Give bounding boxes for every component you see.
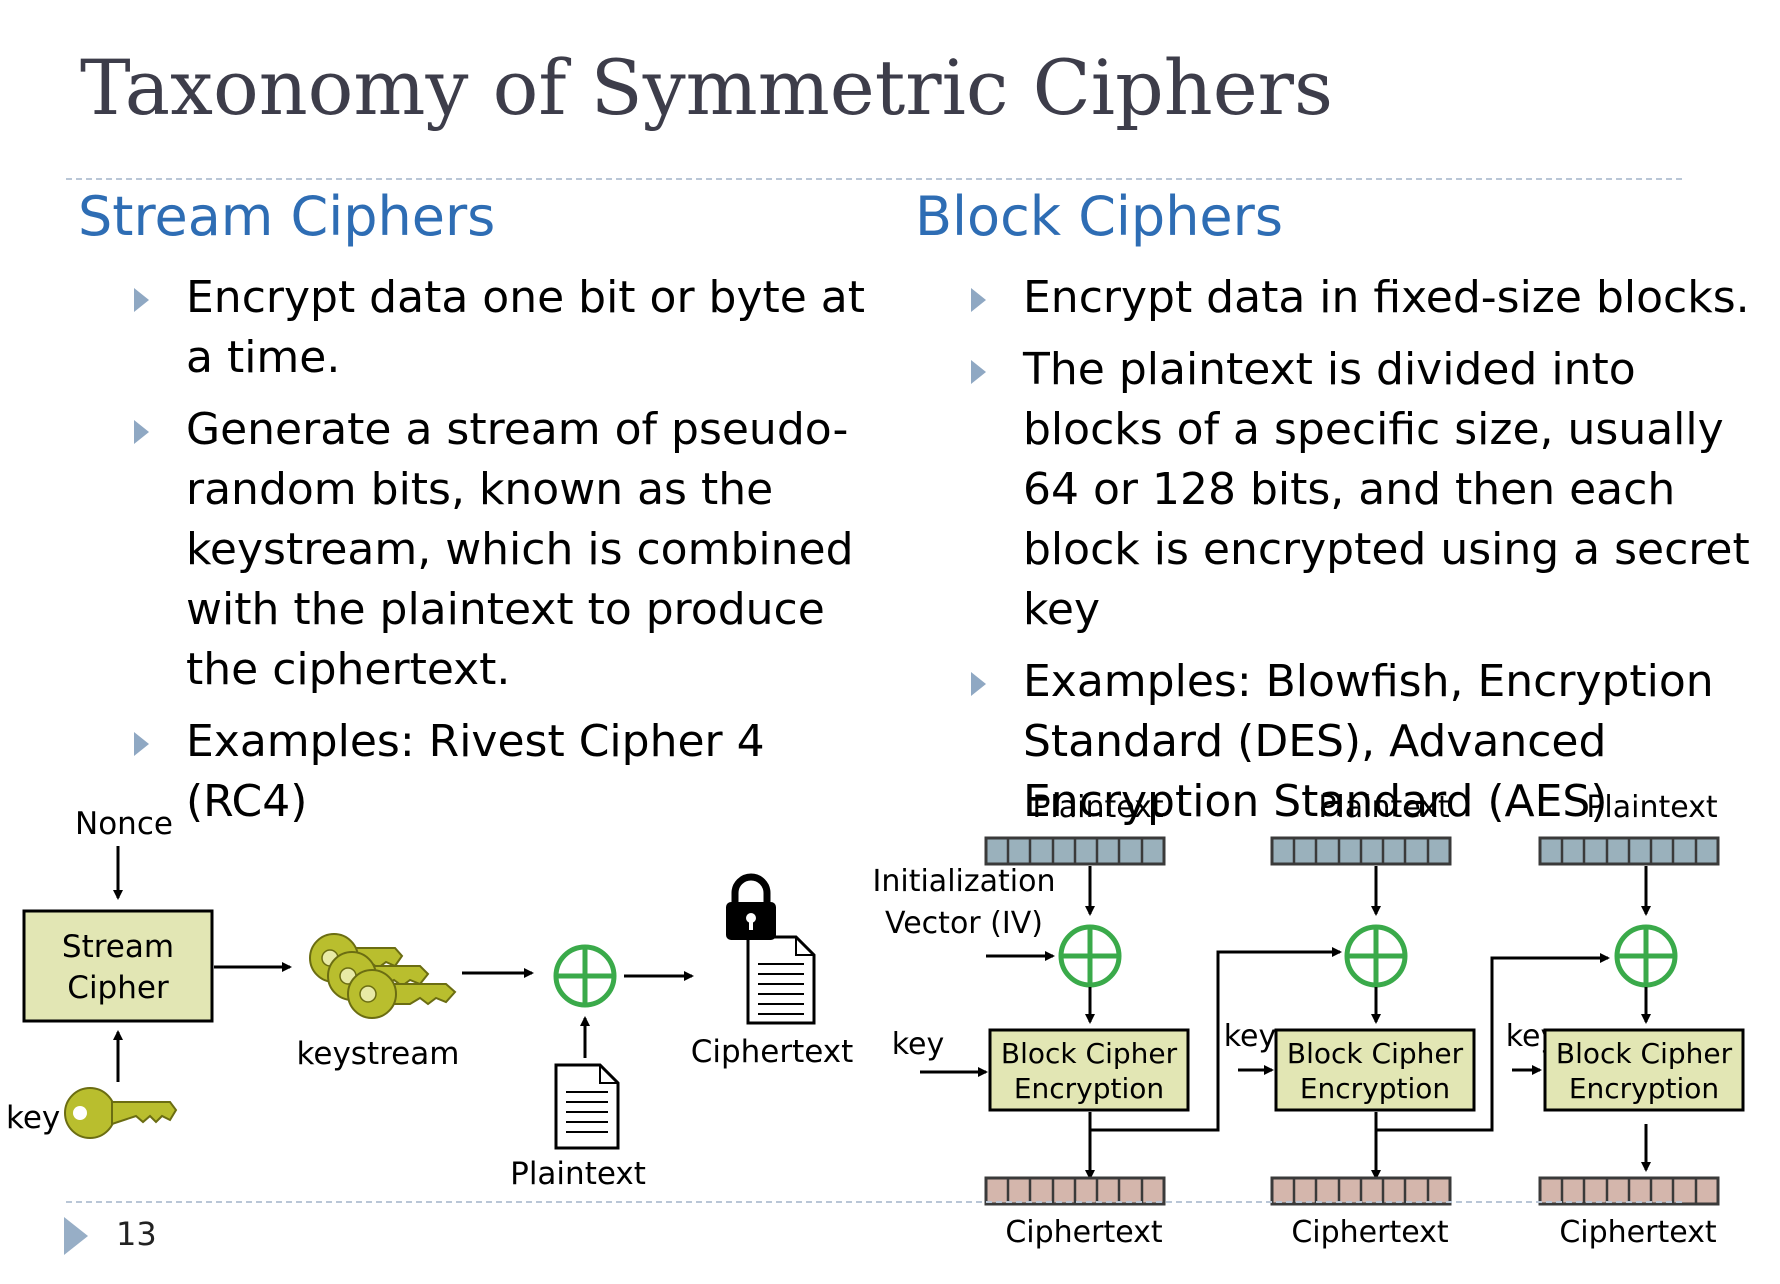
block-cipher-diagram: Initialization Vector (IV) Plaintext key…	[873, 790, 1745, 1250]
title-divider	[66, 178, 1682, 180]
plaintext-block	[1270, 836, 1452, 866]
block-key-label: key	[1224, 1019, 1277, 1054]
stream-plaintext-label: Plaintext	[510, 1156, 646, 1192]
bullet-item: Examples: Blowfish, Encryption Standard …	[971, 652, 1753, 832]
bullet-item: Generate a stream of pseudo-random bits,…	[134, 400, 876, 700]
block-ciphers-heading: Block Ciphers	[915, 185, 1283, 248]
nonce-label: Nonce	[75, 806, 173, 842]
xor-icon	[553, 944, 617, 1008]
bullet-arrow-icon	[971, 360, 986, 384]
stream-cipher-diagram: Nonce Stream Cipher key keystream Plai	[6, 806, 854, 1192]
block-cipher-box	[1274, 1028, 1476, 1112]
block-key-label: key	[892, 1027, 945, 1062]
bullet-text: The plaintext is divided into blocks of …	[1023, 344, 1750, 635]
page-number: 13	[116, 1215, 157, 1253]
bullet-text: Encrypt data in fixed-size blocks.	[1023, 272, 1750, 323]
block-cipher-box-line2: Encryption	[1014, 1072, 1164, 1105]
bullet-text: Examples: Blowfish, Encryption Standard …	[1023, 656, 1714, 827]
iv-label-line1: Initialization	[873, 864, 1056, 899]
stream-cipher-box-line1: Stream	[62, 929, 174, 965]
block-stage-3: Plaintext key Block Cipher Encryption Ci…	[1506, 790, 1745, 1250]
xor-icon	[1614, 924, 1678, 988]
block-cipher-box-line1: Block Cipher	[1556, 1037, 1733, 1070]
block-cipher-box-line2: Encryption	[1300, 1072, 1450, 1105]
bullet-text: Generate a stream of pseudo-random bits,…	[186, 404, 854, 695]
block-ciphers-list: Encrypt data in fixed-size blocks. The p…	[971, 268, 1753, 844]
bullet-arrow-icon	[134, 288, 149, 312]
iv-label-line2: Vector (IV)	[885, 906, 1043, 941]
block-cipher-box-line1: Block Cipher	[1287, 1037, 1464, 1070]
bullet-arrow-icon	[971, 672, 986, 696]
stream-cipher-box-line2: Cipher	[67, 970, 169, 1006]
block-cipher-box-line1: Block Cipher	[1001, 1037, 1178, 1070]
key-icon	[64, 1087, 178, 1139]
bullet-arrow-icon	[971, 288, 986, 312]
ciphertext-label: Ciphertext	[1559, 1215, 1717, 1250]
footer-divider	[66, 1201, 1682, 1203]
encrypted-document-icon	[746, 935, 816, 1025]
plaintext-document-icon	[554, 1063, 620, 1150]
ciphertext-label: Ciphertext	[1291, 1215, 1449, 1250]
block-stage-2: Plaintext key Block Cipher Encryption Ci…	[1224, 790, 1476, 1250]
bullet-text: Examples: Rivest Cipher 4 (RC4)	[186, 716, 765, 827]
stream-ciphertext-label: Ciphertext	[691, 1034, 854, 1070]
bullet-text: Encrypt data one bit or byte at a time.	[186, 272, 866, 383]
plaintext-label: Plaintext	[1032, 790, 1164, 825]
bullet-item: The plaintext is divided into blocks of …	[971, 340, 1753, 640]
keystream-keys-icon	[309, 933, 457, 1019]
bullet-item: Examples: Rivest Cipher 4 (RC4)	[134, 712, 876, 832]
plaintext-label: Plaintext	[1586, 790, 1718, 825]
plaintext-label: Plaintext	[1318, 790, 1450, 825]
stream-ciphers-list: Encrypt data one bit or byte at a time. …	[134, 268, 876, 844]
page-marker-arrow-icon	[64, 1217, 88, 1255]
slide-title: Taxonomy of Symmetric Ciphers	[80, 43, 1333, 132]
plaintext-block	[984, 836, 1166, 866]
bullet-item: Encrypt data one bit or byte at a time.	[134, 268, 876, 388]
ciphertext-block	[1538, 1176, 1720, 1206]
ciphertext-block	[984, 1176, 1166, 1206]
xor-icon	[1344, 924, 1408, 988]
bullet-arrow-icon	[134, 732, 149, 756]
stream-key-label: key	[6, 1100, 60, 1136]
stream-cipher-box	[22, 909, 214, 1023]
bullet-item: Encrypt data in fixed-size blocks.	[971, 268, 1753, 328]
plaintext-block	[1538, 836, 1720, 866]
stream-ciphers-heading: Stream Ciphers	[78, 185, 496, 248]
bullet-arrow-icon	[134, 420, 149, 444]
lock-icon	[726, 873, 776, 940]
block-cipher-box-line2: Encryption	[1569, 1072, 1719, 1105]
block-cipher-box	[988, 1028, 1190, 1112]
keystream-label: keystream	[297, 1036, 460, 1072]
ciphertext-block	[1270, 1176, 1452, 1206]
xor-icon	[1058, 924, 1122, 988]
block-cipher-box	[1543, 1028, 1745, 1112]
ciphertext-label: Ciphertext	[1005, 1215, 1163, 1250]
block-stage-1: Plaintext key Block Cipher Encryption Ci…	[892, 790, 1190, 1250]
